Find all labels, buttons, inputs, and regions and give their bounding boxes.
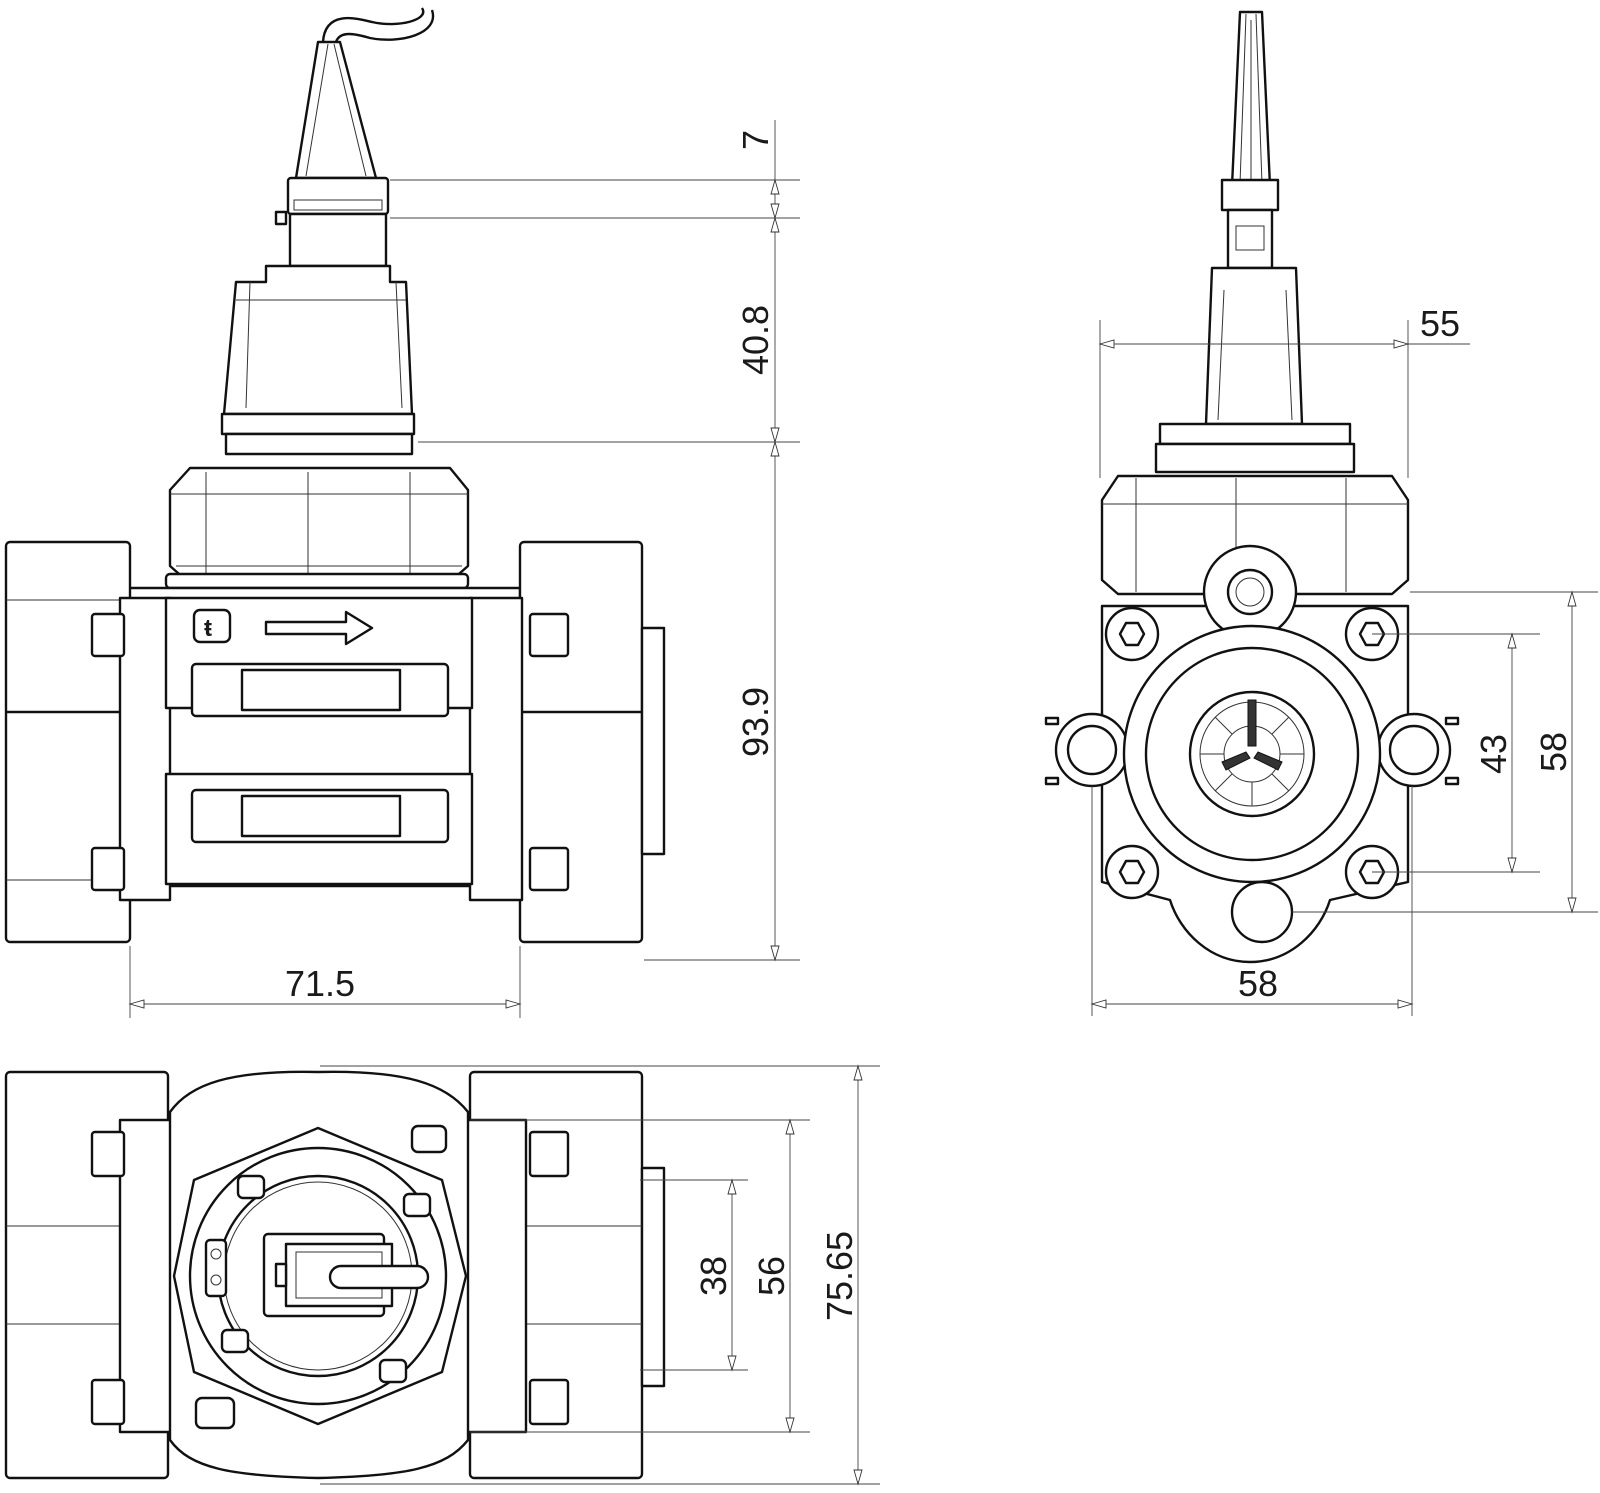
dim-bolt-spacing: 43 — [1473, 734, 1514, 774]
union-nut — [1100, 474, 1410, 596]
hex-bolt-icon — [528, 846, 570, 892]
sensor-neck — [288, 212, 388, 268]
cable-icon — [321, 7, 435, 43]
hex-bolt-icon — [90, 1130, 126, 1178]
brand-logo-icon — [378, 1358, 408, 1384]
front-view: ŧ 7 40.8 93.9 71.5 — [4, 7, 800, 1018]
dim-flange-width: 55 — [1420, 303, 1460, 344]
dim-outer: 75.65 — [819, 1231, 860, 1321]
svg-text:ŧ: ŧ — [204, 615, 212, 642]
hex-bolt-icon — [528, 1130, 570, 1178]
dim-overall-height: 93.9 — [735, 687, 776, 757]
cable-gland — [294, 40, 378, 180]
dim-body-height: 40.8 — [735, 305, 776, 375]
brand-logo-icon — [220, 1328, 250, 1354]
sensor-head — [1204, 266, 1304, 426]
dim-inner: 38 — [693, 1256, 734, 1296]
dim-middle: 56 — [751, 1256, 792, 1296]
flow-arrow-icon — [264, 610, 374, 646]
connector-ring — [286, 176, 390, 216]
sensor-head — [222, 264, 414, 416]
union-nut — [168, 466, 470, 582]
brand-logo-icon — [236, 1174, 266, 1200]
hex-bolt-icon — [90, 846, 126, 892]
top-view: 38 56 75.65 — [4, 1064, 880, 1486]
brand-logo-icon — [194, 1396, 236, 1430]
brand-logo-icon — [192, 608, 232, 644]
hex-bolt-icon — [90, 1378, 126, 1426]
hex-bolt-icon — [90, 612, 126, 658]
dim-length: 71.5 — [285, 963, 355, 1004]
dim-connector-height: 7 — [735, 130, 776, 150]
hex-bolt-icon — [528, 612, 570, 658]
hex-bolt-icon — [1104, 844, 1160, 900]
hex-bolt-icon — [1104, 606, 1160, 662]
dim-flange-bottom-width: 58 — [1238, 963, 1278, 1004]
side-view: 55 43 58 58 — [1044, 10, 1598, 1016]
cable-icon — [328, 1264, 430, 1290]
hex-bolt-icon — [528, 1378, 570, 1426]
brand-logo-icon — [402, 1192, 432, 1218]
dim-flange-height: 58 — [1533, 732, 1574, 772]
brand-logo-icon — [410, 1124, 448, 1154]
